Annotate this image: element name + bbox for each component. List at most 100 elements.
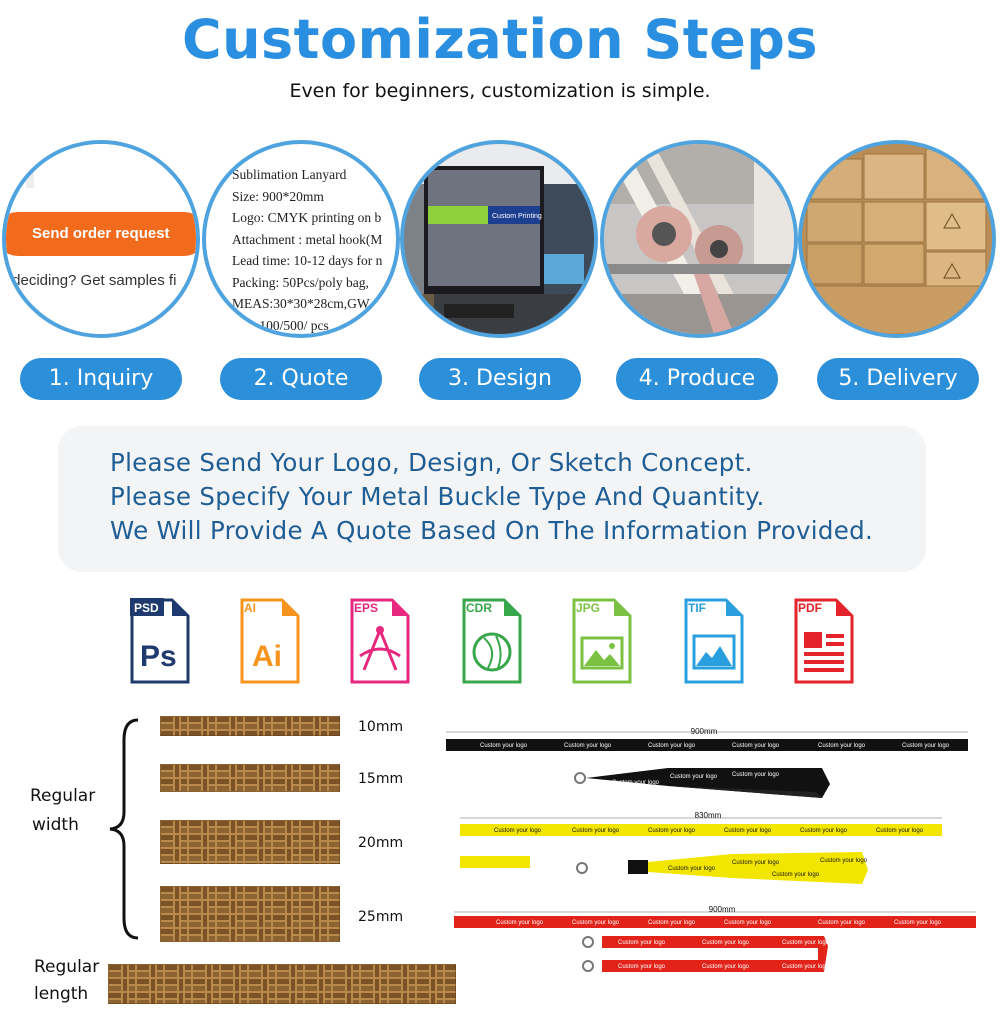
- svg-text:Custom your logo: Custom your logo: [894, 920, 942, 926]
- design-preview-image: Custom Printing: [400, 140, 598, 338]
- svg-text:Custom your logo: Custom your logo: [702, 964, 750, 970]
- width-20mm-label: 20mm: [358, 835, 404, 851]
- step-inquiry-button[interactable]: 1. Inquiry: [20, 358, 182, 400]
- svg-text:Custom your logo: Custom your logo: [818, 920, 866, 926]
- lanyard-red-loop: Custom your logo Custom your logo Custom…: [582, 936, 830, 972]
- svg-text:PSD: PSD: [134, 601, 159, 615]
- info-line-logo: Please Send Your Logo, Design, Or Sketch…: [110, 448, 753, 477]
- svg-text:Custom your logo: Custom your logo: [572, 920, 620, 926]
- svg-text:Custom your logo: Custom your logo: [494, 828, 542, 834]
- quote-line: Lead time: 10-12 days for n: [232, 253, 383, 268]
- regular-length-label-1: Regular: [34, 957, 100, 977]
- regular-length-label-2: length: [34, 984, 89, 1004]
- lanyard-black-strip: [446, 739, 968, 751]
- design-screen-text: Custom Printing: [492, 213, 542, 220]
- svg-text:Custom your logo: Custom your logo: [564, 743, 612, 749]
- lanyard-black-length: 900mm: [691, 727, 718, 736]
- strap-25mm-sample: [160, 886, 340, 942]
- svg-text:Custom your logo: Custom your logo: [732, 743, 780, 749]
- svg-text:JPG: JPG: [576, 601, 600, 615]
- width-brace-icon: [109, 718, 139, 940]
- svg-text:Custom your logo: Custom your logo: [800, 828, 848, 834]
- quote-line: Size: 900*20mm: [232, 188, 324, 204]
- strap-15mm-sample: [160, 764, 340, 792]
- ai-file-icon: AI Ai: [240, 598, 300, 684]
- step-delivery-button[interactable]: 5. Delivery: [817, 358, 979, 400]
- lanyard-yellow-strip: [460, 824, 942, 836]
- delivery-preview-image: [798, 140, 996, 338]
- width-25mm-label: 25mm: [358, 909, 404, 925]
- quote-line: Packing: 50Pcs/poly bag,: [232, 274, 369, 290]
- quote-line: Attachment : metal hook(M: [232, 231, 383, 247]
- quote-preview-image: Sublimation Lanyard Size: 900*20mm Logo:…: [202, 140, 400, 338]
- info-line-buckle: Please Specify Your Metal Buckle Type An…: [110, 482, 765, 511]
- svg-text:Custom your logo: Custom your logo: [902, 743, 950, 749]
- eps-file-icon: EPS: [350, 598, 410, 684]
- svg-text:AI: AI: [244, 601, 256, 615]
- svg-text:Ai: Ai: [252, 640, 282, 673]
- svg-text:Custom your logo: Custom your logo: [648, 743, 696, 749]
- svg-text:Custom your logo: Custom your logo: [668, 866, 716, 872]
- regular-width-label-1: Regular: [30, 786, 96, 806]
- step-quote-button[interactable]: 2. Quote: [220, 358, 382, 400]
- svg-text:Custom your logo: Custom your logo: [724, 920, 772, 926]
- svg-text:Custom your logo: Custom your logo: [818, 743, 866, 749]
- quote-preview-lines: Sublimation Lanyard Size: 900*20mm Logo:…: [232, 164, 396, 334]
- svg-text:Custom your logo: Custom your logo: [820, 858, 868, 864]
- cdr-file-icon: CDR: [462, 598, 522, 684]
- lanyard-black-loop: Custom your logo Custom your logo Custom…: [574, 768, 830, 798]
- svg-text:EPS: EPS: [354, 601, 378, 615]
- info-line-quote: We Will Provide A Quote Based On The Inf…: [110, 516, 874, 545]
- delivery-boxes-illustration: [802, 144, 992, 334]
- svg-text:Ps: Ps: [140, 640, 177, 673]
- produce-machine-illustration: [604, 144, 794, 334]
- step-produce-button[interactable]: 4. Produce: [616, 358, 778, 400]
- svg-text:Custom your logo: Custom your logo: [496, 920, 544, 926]
- quote-line: Logo: CMYK printing on b: [232, 210, 382, 225]
- svg-text:Custom your logo: Custom your logo: [876, 828, 924, 834]
- page-title: Customization Steps: [181, 8, 819, 71]
- strap-length-sample: [108, 964, 456, 1004]
- quote-line: Qty: 100/500/ pcs: [232, 317, 329, 333]
- lanyard-red-length: 900mm: [709, 905, 736, 914]
- lanyard-yellow-short-strip: [460, 856, 530, 868]
- svg-text:Custom your logo: Custom your logo: [618, 940, 666, 946]
- svg-text:Custom your logo: Custom your logo: [612, 780, 660, 786]
- strap-20mm-sample: [160, 820, 340, 864]
- svg-text:Custom your logo: Custom your logo: [618, 964, 666, 970]
- jpg-file-icon: JPG: [572, 598, 632, 684]
- step-design-button[interactable]: 3. Design: [419, 358, 581, 400]
- strap-10mm-sample: [160, 716, 340, 736]
- svg-text:Custom your logo: Custom your logo: [702, 940, 750, 946]
- svg-text:Custom your logo: Custom your logo: [480, 743, 528, 749]
- width-10mm-label: 10mm: [358, 719, 404, 735]
- svg-text:Custom your logo: Custom your logo: [648, 828, 696, 834]
- send-order-request-button: Send order request: [6, 212, 196, 256]
- svg-text:PDF: PDF: [798, 601, 822, 615]
- svg-text:TIF: TIF: [688, 601, 706, 615]
- width-15mm-label: 15mm: [358, 771, 404, 787]
- inquiry-preview-text: ill deciding? Get samples fi: [2, 272, 177, 289]
- quote-line: Sublimation Lanyard: [232, 167, 347, 182]
- lanyard-yellow-loop: Custom your logo Custom your logo Custom…: [576, 852, 868, 884]
- inquiry-preview-image: Send order request ill deciding? Get sam…: [2, 140, 200, 338]
- svg-text:Custom your logo: Custom your logo: [648, 920, 696, 926]
- lanyard-yellow-length: 830mm: [695, 811, 722, 820]
- page-subtitle: Even for beginners, customization is sim…: [289, 80, 711, 102]
- regular-width-label-2: width: [32, 815, 79, 835]
- svg-text:Custom your logo: Custom your logo: [732, 860, 780, 866]
- lanyard-red-strip: [454, 916, 976, 928]
- design-monitor-illustration: Custom Printing: [404, 144, 594, 334]
- psd-file-icon: PSD Ps: [130, 598, 190, 684]
- svg-text:Custom your logo: Custom your logo: [670, 774, 718, 780]
- svg-text:Custom your logo: Custom your logo: [572, 828, 620, 834]
- svg-text:Custom your logo: Custom your logo: [782, 940, 830, 946]
- quote-line: MEAS:30*30*28cm,GW: [232, 296, 370, 311]
- svg-text:Custom your logo: Custom your logo: [732, 772, 780, 778]
- produce-preview-image: [600, 140, 798, 338]
- lanyard-dimension-diagrams: 900mm Custom your logo Custom your logo …: [446, 727, 976, 972]
- svg-text:Custom your logo: Custom your logo: [724, 828, 772, 834]
- svg-text:Custom your logo: Custom your logo: [772, 872, 820, 878]
- pdf-file-icon: PDF: [794, 598, 854, 684]
- svg-text:Custom your logo: Custom your logo: [782, 964, 830, 970]
